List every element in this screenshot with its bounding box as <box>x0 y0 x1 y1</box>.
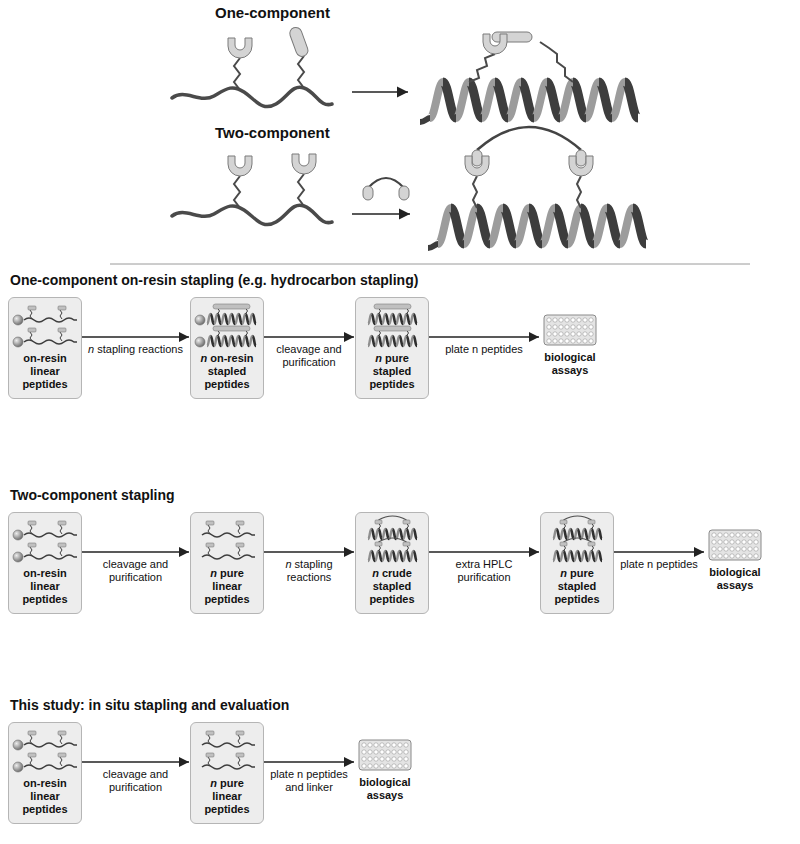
separator-rule <box>110 264 750 265</box>
staple-socket <box>483 34 507 54</box>
side-chain <box>577 176 581 208</box>
section-heading: This study: in situ stapling and evaluat… <box>10 697 289 714</box>
reaction-arrow <box>352 91 408 93</box>
staple-socket <box>228 38 252 58</box>
step-label: cleavage and purification <box>87 558 185 584</box>
node-text: n pure linear peptides <box>195 567 259 607</box>
sample-box: on-resin linear peptides <box>8 297 82 399</box>
node-text: n pure stapled peptides <box>545 567 609 607</box>
process-arrow <box>429 336 539 338</box>
reaction-arrow <box>352 213 410 215</box>
sample-box: n crude stapled peptides <box>355 512 429 614</box>
node-text: on-resin linear peptides <box>13 567 77 607</box>
sample-box: n pure linear peptides <box>190 512 264 614</box>
process-arrow <box>264 761 354 763</box>
node-text: n crude stapled peptides <box>360 567 424 607</box>
node-text: biological assays <box>355 776 415 802</box>
sample-box: n pure stapled peptides <box>355 297 429 399</box>
staple-plug <box>492 32 532 42</box>
side-chain <box>469 54 495 82</box>
step-label: n stapling reactions <box>87 343 185 356</box>
process-arrow <box>82 761 189 763</box>
well-plate-icon <box>709 530 761 560</box>
side-chain <box>540 42 573 82</box>
node-text: on-resin linear peptides <box>13 352 77 392</box>
process-arrow <box>264 551 354 553</box>
process-arrow <box>82 336 189 338</box>
side-chain <box>298 56 304 88</box>
well-plate-icon <box>544 315 596 345</box>
peptide-chain <box>172 205 332 224</box>
peptide-chain <box>172 87 332 106</box>
node-text: on-resin linear peptides <box>13 777 77 817</box>
alpha-helix <box>428 208 646 248</box>
one-component-illustration <box>172 26 638 122</box>
staple-socket <box>465 156 489 176</box>
sample-box: on-resin linear peptides <box>8 722 82 824</box>
process-arrow <box>429 551 539 553</box>
side-chain <box>298 174 304 206</box>
staple-socket <box>292 154 316 174</box>
linker-end <box>363 186 373 200</box>
linker <box>368 178 404 188</box>
step-label: cleavage and purification <box>87 768 185 794</box>
sample-box: n on-resin stapled peptides <box>190 297 264 399</box>
side-chain <box>234 176 240 208</box>
two-component-illustration <box>172 127 646 248</box>
node-text: biological assays <box>540 351 600 377</box>
side-chain <box>473 176 477 208</box>
sample-box: on-resin linear peptides <box>8 512 82 614</box>
linker-end <box>472 150 482 166</box>
section-heading: Two-component <box>215 124 330 142</box>
process-arrow <box>82 551 189 553</box>
step-label: plate n peptides <box>617 558 701 571</box>
alpha-helix <box>420 82 638 122</box>
linker-end <box>399 186 409 200</box>
step-label: plate n peptides and linker <box>264 768 354 794</box>
assay-plate: biological assays <box>355 736 415 804</box>
process-arrow <box>264 336 354 338</box>
linker-end <box>576 150 586 166</box>
step-label: n stapling reactions <box>267 558 351 584</box>
step-label: extra HPLC purification <box>434 558 534 584</box>
staple-socket <box>228 156 252 176</box>
node-text: n on-resin stapled peptides <box>195 352 259 392</box>
process-arrow <box>614 551 704 553</box>
section-heading: Two-component stapling <box>10 487 175 504</box>
section-heading: One-component on-resin stapling (e.g. hy… <box>10 272 418 289</box>
side-chain <box>234 58 240 90</box>
staple-plug <box>288 26 310 58</box>
sample-box: n pure stapled peptides <box>540 512 614 614</box>
step-label: plate n peptides <box>434 343 534 356</box>
node-text: biological assays <box>705 566 765 592</box>
node-text: n pure stapled peptides <box>360 352 424 392</box>
section-heading: One-component <box>215 4 330 22</box>
assay-plate: biological assays <box>705 526 765 594</box>
staple-socket <box>569 156 593 176</box>
step-label: cleavage and purification <box>267 343 351 369</box>
assay-plate: biological assays <box>540 311 600 379</box>
well-plate-icon <box>359 740 411 770</box>
sample-box: n pure linear peptides <box>190 722 264 824</box>
node-text: n pure linear peptides <box>195 777 259 817</box>
linker <box>477 127 581 150</box>
